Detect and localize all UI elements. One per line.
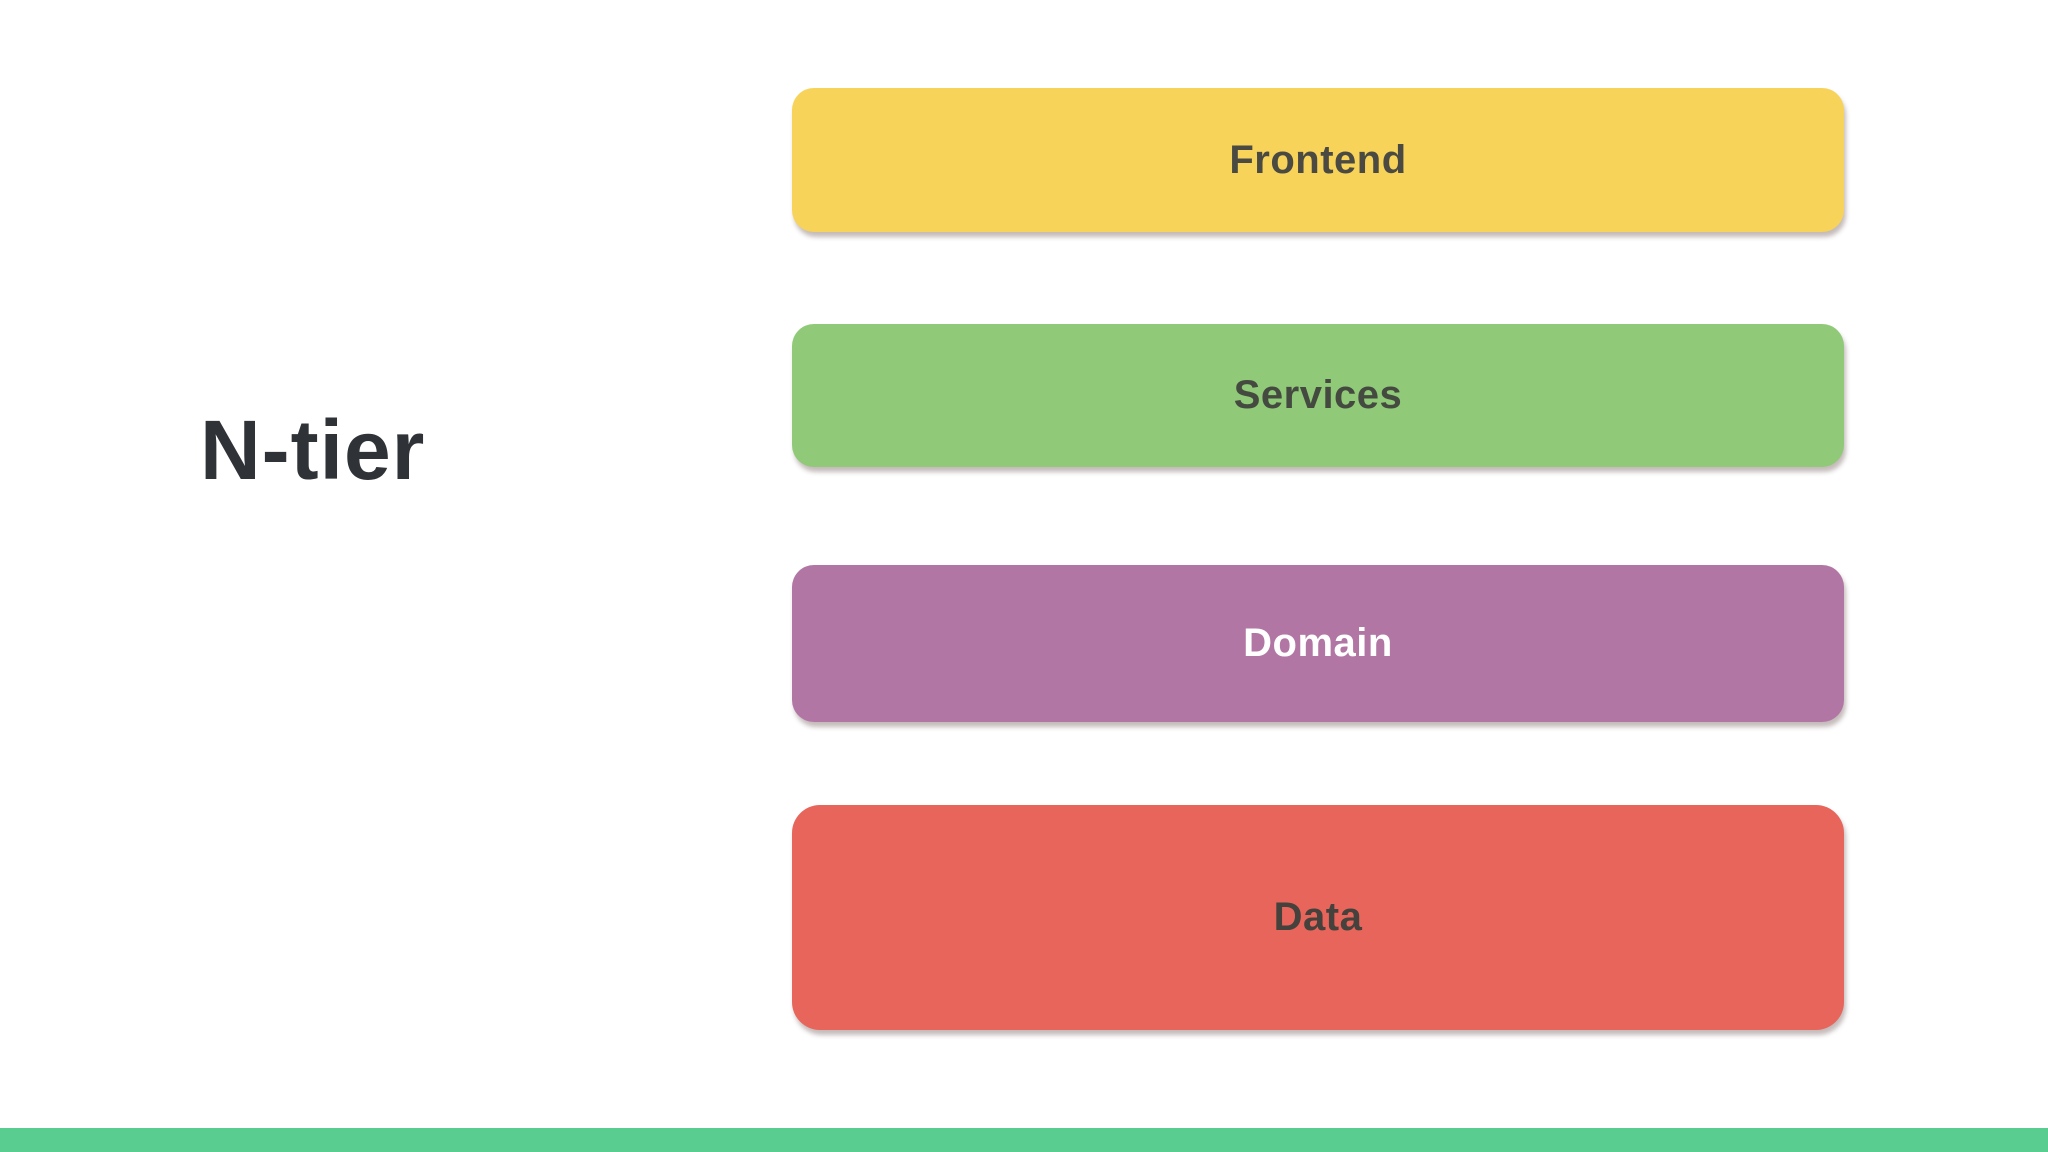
tier-domain-label: Domain bbox=[1243, 621, 1393, 665]
tier-data-label: Data bbox=[1273, 895, 1363, 939]
tier-services-label: Services bbox=[1233, 373, 1403, 417]
tier-domain: Domain bbox=[792, 565, 1844, 722]
page-title: N-tier bbox=[200, 403, 426, 497]
tier-frontend: Frontend bbox=[792, 88, 1844, 232]
tier-data: Data bbox=[792, 805, 1844, 1030]
tier-services: Services bbox=[792, 324, 1844, 467]
tier-stack: Frontend Services Domain Data bbox=[792, 0, 1844, 1152]
footer-accent-bar bbox=[0, 1128, 2048, 1152]
tier-frontend-label: Frontend bbox=[1229, 137, 1407, 182]
